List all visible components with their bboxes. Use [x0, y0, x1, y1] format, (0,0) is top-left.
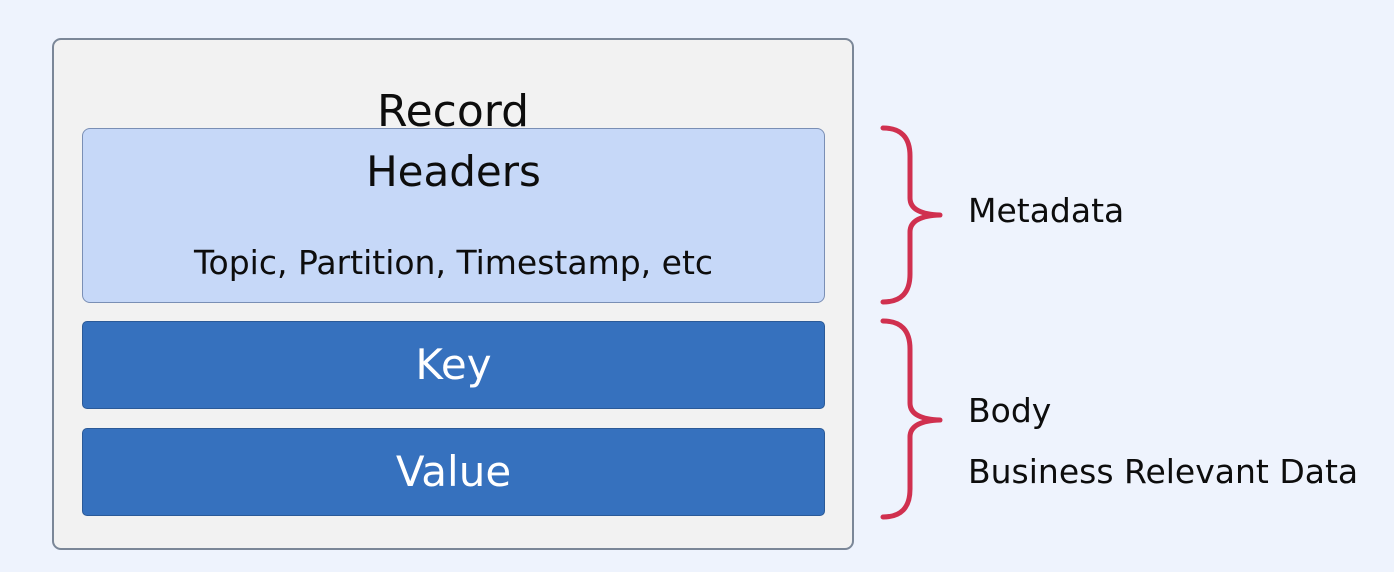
metadata-label: Metadata: [968, 191, 1125, 230]
headers-subtitle: Topic, Partition, Timestamp, etc: [193, 243, 714, 282]
metadata-brace-icon: [880, 125, 943, 305]
business-data-label: Business Relevant Data: [968, 452, 1359, 491]
value-box: Value: [82, 428, 825, 516]
key-label: Key: [415, 340, 492, 389]
record-title: Record: [376, 86, 530, 137]
value-label: Value: [395, 447, 512, 496]
body-brace-icon: [880, 318, 943, 520]
headers-box: Headers Topic, Partition, Timestamp, etc: [82, 128, 825, 303]
key-box: Key: [82, 321, 825, 409]
body-label: Body: [968, 391, 1052, 430]
headers-title: Headers: [366, 147, 541, 196]
